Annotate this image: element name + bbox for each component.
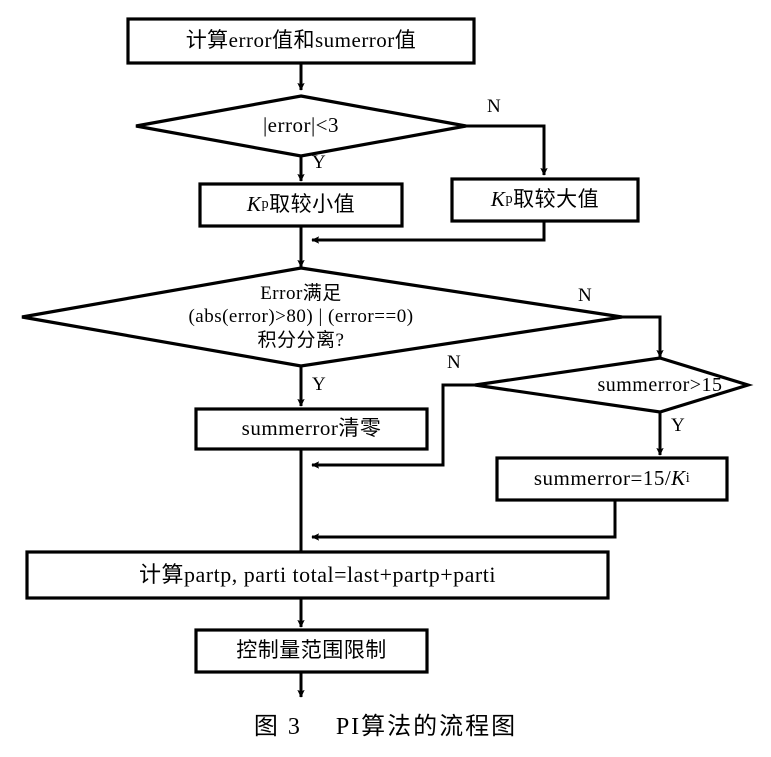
node-calc-error-shape — [126, 17, 476, 65]
node-kp-large-shape — [450, 177, 640, 223]
edge-summerror-no — [311, 383, 475, 469]
branch-label-summerror-no: N — [447, 352, 461, 373]
figure-caption: 图 3 PI算法的流程图 — [0, 706, 771, 741]
figure-caption-number: 图 3 — [253, 714, 302, 740]
node-summerror-clear-shape — [194, 407, 429, 451]
node-limit-output-shape — [194, 628, 429, 674]
node-error-lt3-shape — [135, 94, 467, 158]
node-summerror-gt15-shape — [474, 356, 754, 414]
node-summerror-assign-shape — [495, 456, 729, 502]
edge-kplarge-merge — [311, 221, 546, 244]
node-error-condition-shape — [21, 266, 623, 368]
branch-label-error-condition-yes: Y — [312, 374, 326, 395]
figure-caption-title: PI算法的流程图 — [335, 714, 518, 740]
edge-errorcondition-no — [622, 315, 664, 358]
node-calc-parts-shape — [25, 550, 610, 600]
edge-errorlt3-no — [466, 124, 548, 176]
branch-label-error-condition-no: N — [578, 285, 592, 306]
branch-label-error-lt3-no: N — [487, 96, 501, 117]
node-kp-small-shape — [198, 182, 404, 228]
branch-label-summerror-yes: Y — [671, 415, 685, 436]
branch-label-error-lt3-yes: Y — [312, 152, 326, 173]
edge-summerrorassign-merge — [311, 500, 617, 541]
